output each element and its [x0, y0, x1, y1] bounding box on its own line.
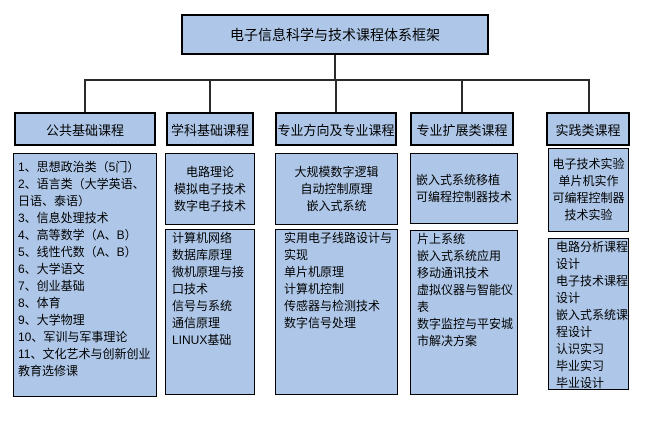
course-box-practice-projects: 电路分析课程设计电子技术课程设计嵌入式系统课程设计认识实习毕业实习毕业设计 — [548, 238, 629, 390]
course-item: 2、语言类（大学英语、日语、泰语） — [18, 177, 145, 208]
connector-branch-2 — [209, 79, 211, 112]
course-box-extension-core: 嵌入式系统移植可编程控制器技术 — [410, 153, 518, 224]
course-item: 虚拟仪器与智能仪表 — [417, 283, 514, 314]
category-label: 专业扩展类课程 — [416, 122, 508, 138]
course-box-public-basic-list: 1、思想政治类（5门） 2、语言类（大学英语、日语、泰语） 3、信息处理技术 4、高等… — [13, 153, 157, 397]
course-item: 毕业实习 — [556, 359, 605, 373]
connector-branch-1 — [84, 79, 86, 112]
course-item: 嵌入式系统 — [306, 198, 367, 213]
course-item: 3、信息处理技术 — [18, 211, 109, 225]
course-item: 传感器与检测技术 — [284, 299, 381, 313]
course-item: 单片机实作 — [558, 174, 619, 188]
diagram-title-node: 电子信息科学与技术课程体系框架 — [181, 14, 489, 55]
category-label: 实践类课程 — [555, 122, 621, 138]
course-item: 5、线性代数（A、B） — [18, 245, 137, 259]
category-node-discipline-basic: 学科基础课程 — [166, 112, 254, 146]
course-item: 片上系统 — [417, 232, 466, 246]
course-item: 嵌入式系统课程设计 — [556, 308, 629, 339]
category-label: 公共基础课程 — [45, 122, 124, 138]
connector-branch-4 — [461, 79, 463, 112]
category-node-major-extension: 专业扩展类课程 — [410, 112, 514, 146]
course-item: 数字监控与平安城市解决方案 — [417, 317, 514, 348]
course-item: 可编程控制器技术 — [416, 189, 513, 204]
course-item: 可编程控制器技术实验 — [552, 191, 625, 222]
course-item: 单片机原理 — [284, 265, 345, 279]
course-item: 电路分析课程设计 — [556, 240, 629, 271]
course-item: 9、大学物理 — [18, 313, 85, 327]
course-item: 移动通讯技术 — [417, 266, 490, 280]
course-item: 计算机控制 — [284, 282, 345, 296]
connector-branch-3 — [335, 79, 337, 112]
course-item: 通信原理 — [172, 316, 221, 330]
course-item: 数据库原理 — [172, 248, 233, 262]
course-box-discipline-core: 电路理论模拟电子技术数字电子技术 — [165, 153, 255, 225]
course-box-discipline-extended: 计算机网络数据库原理微机原理与接口技术信号与系统通信原理 LINUX基础 — [165, 229, 255, 395]
course-item: 7、创业基础 — [18, 279, 85, 293]
course-box-practice-labs: 电子技术实验单片机实作可编程控制器技术实验 — [548, 148, 629, 232]
course-item: 实用电子线路设计与实现 — [284, 231, 393, 262]
course-item: 电路理论 — [185, 164, 234, 179]
connector-branch-5 — [588, 79, 590, 112]
course-item: 毕业设计 — [556, 376, 605, 390]
course-box-major-courses: 实用电子线路设计与实现单片机原理计算机控制传感器与检测技术数字信号处理 — [275, 229, 398, 395]
diagram-title-text: 电子信息科学与技术课程体系框架 — [230, 26, 440, 43]
course-item: 自动控制原理 — [300, 181, 373, 196]
course-item: 计算机网络 — [172, 231, 233, 245]
course-box-major-core: 大规模数字逻辑自动控制原理嵌入式系统 — [275, 153, 398, 225]
category-node-practice: 实践类课程 — [546, 112, 630, 146]
course-item: 10、军训与军事理论 — [18, 330, 128, 344]
course-item: 数字信号处理 — [284, 316, 357, 330]
course-item: 4、高等数学（A、B） — [18, 228, 137, 242]
connector-root-vertical — [334, 55, 336, 80]
connector-horizontal-bus — [84, 79, 590, 81]
course-item: LINUX基础 — [172, 333, 232, 347]
course-item: 6、大学语文 — [18, 262, 85, 276]
course-item: 8、体育 — [18, 296, 61, 310]
course-item: 嵌入式系统应用 — [417, 249, 502, 263]
category-node-major-direction: 专业方向及专业课程 — [275, 112, 397, 146]
course-item: 数字电子技术 — [173, 198, 246, 213]
category-node-public-basic: 公共基础课程 — [14, 112, 156, 146]
course-item: 11、文化艺术与创新创业教育选修课 — [18, 347, 151, 378]
course-item: 电子技术课程设计 — [556, 274, 629, 305]
course-item: 信号与系统 — [172, 299, 233, 313]
course-item: 电子技术实验 — [552, 157, 625, 171]
course-item: 认识实习 — [556, 342, 605, 356]
course-item: 大规模数字逻辑 — [294, 164, 379, 179]
course-box-extension-courses: 片上系统嵌入式系统应用移动通讯技术虚拟仪器与智能仪表数字监控与平安城市解决方案 — [410, 230, 518, 395]
category-label: 专业方向及专业课程 — [277, 122, 395, 138]
course-item: 微机原理与接口技术 — [172, 265, 245, 296]
course-item: 模拟电子技术 — [173, 181, 246, 196]
course-item: 嵌入式系统移植 — [416, 172, 501, 187]
course-item: 1、思想政治类（5门） — [18, 160, 140, 174]
category-label: 学科基础课程 — [170, 122, 249, 138]
